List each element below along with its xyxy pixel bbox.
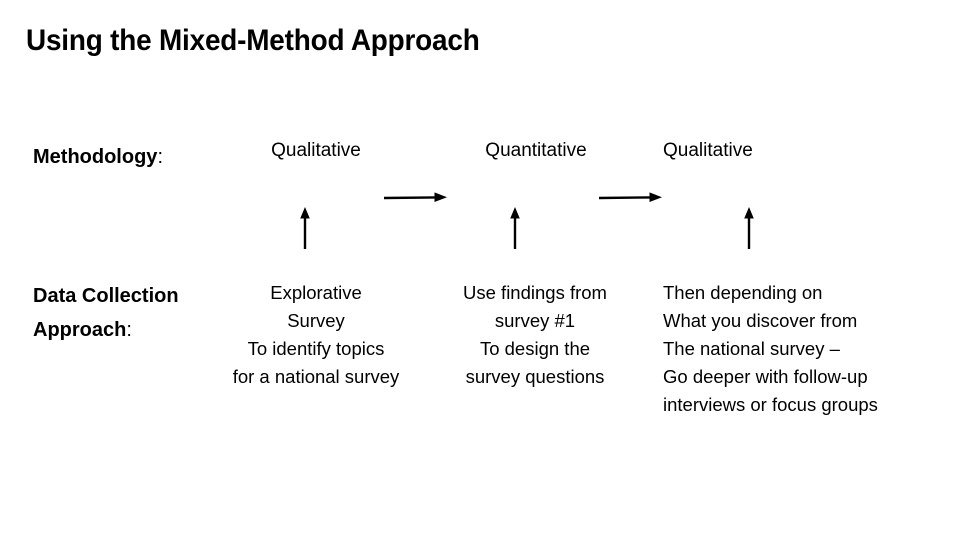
up-arrow-icon-1 <box>300 207 310 249</box>
data-collection-label-text: Data Collection Approach <box>33 285 179 341</box>
data-collection-row-label: Data Collection Approach: <box>33 279 179 347</box>
up-arrow-icon-3 <box>744 207 754 249</box>
right-arrow-icon-1 <box>383 192 447 202</box>
data-collection-description-3: Then depending on What you discover from… <box>663 282 878 415</box>
methodology-value-quantitative: Quantitative <box>485 140 587 161</box>
page-title: Using the Mixed-Method Approach <box>26 24 480 57</box>
methodology-row-label: Methodology: <box>33 140 163 174</box>
data-collection-description-1: Explorative Survey To identify topics fo… <box>232 282 400 387</box>
right-arrow-icon-2 <box>598 192 662 202</box>
data-collection-description-2: Use findings from survey #1 To design th… <box>463 282 607 387</box>
data-collection-label-colon: : <box>126 319 132 341</box>
up-arrow-icon-2 <box>510 207 520 249</box>
methodology-value-qualitative-2: Qualitative <box>663 140 753 161</box>
methodology-label-text: Methodology <box>33 146 158 168</box>
methodology-value-qualitative-1: Qualitative <box>271 140 361 161</box>
methodology-label-colon: : <box>157 146 163 168</box>
